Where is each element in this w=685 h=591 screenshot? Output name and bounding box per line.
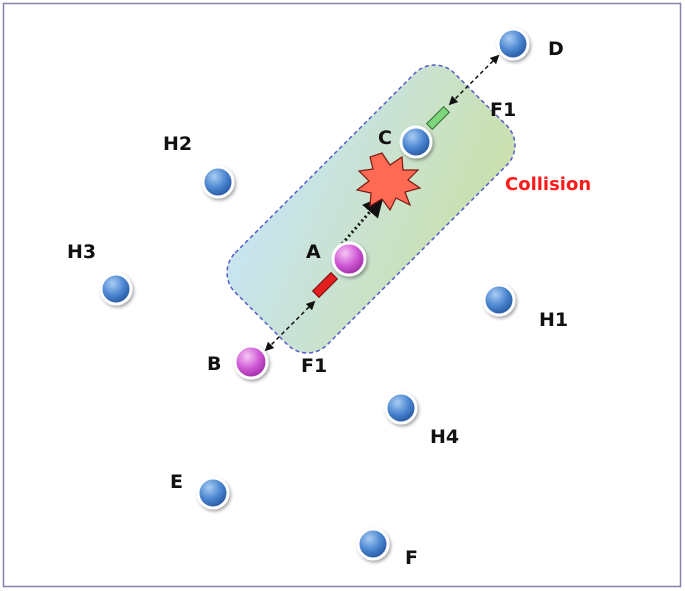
node-c-label: C [378,127,392,149]
node-f-circle[interactable] [356,527,390,561]
node-a-label: A [306,241,321,263]
node-f-label: F [405,547,418,569]
node-h4-label: H4 [430,426,459,448]
node-b-label: B [207,353,221,375]
node-h3-label: H3 [67,241,96,263]
node-e-circle[interactable] [196,476,230,510]
node-b-circle[interactable] [233,344,269,380]
frame-packet-red [311,271,339,299]
collision-label: Collision [505,174,591,195]
node-h1-label: H1 [539,309,568,331]
node-h3-circle[interactable] [99,272,133,306]
node-h1-circle[interactable] [482,283,516,317]
arrow-d-to-c [448,54,500,106]
node-e-label: E [170,471,183,493]
node-c-circle[interactable] [399,125,433,159]
node-d-circle[interactable] [496,27,530,61]
node-h4-circle[interactable] [384,391,418,425]
frame-f1-lower-label: F1 [301,355,327,377]
node-h2-circle[interactable] [201,165,235,199]
frame-f1-upper-label: F1 [490,99,516,121]
frame-packet-green [425,105,451,131]
collision-burst [355,152,422,212]
node-a-circle[interactable] [331,241,367,277]
arrow-a-to-b [264,300,316,352]
node-h2-label: H2 [163,133,192,155]
node-d-label: D [548,38,564,60]
